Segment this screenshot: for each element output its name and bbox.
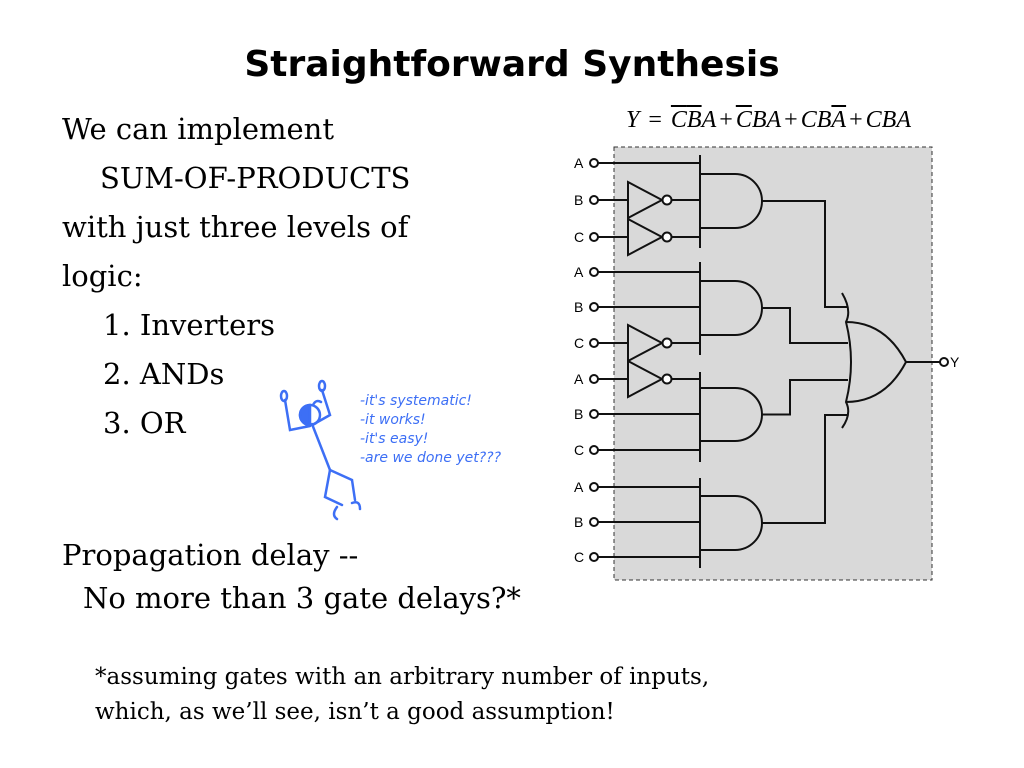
input-label: C <box>574 549 584 565</box>
input-terminal <box>589 338 599 348</box>
eq-equals: = <box>642 107 668 133</box>
list-item: 2. ANDs <box>103 357 224 391</box>
eq-plus: + <box>849 107 863 133</box>
list-number: 3. <box>103 406 131 440</box>
or-input-curve <box>841 292 852 429</box>
eq-literal: A <box>896 107 911 133</box>
slide-title: Straightforward Synthesis <box>244 44 780 85</box>
eq-literal: B <box>816 107 832 133</box>
eq-literal: C <box>865 107 882 133</box>
quip: -it's easy! <box>360 431 429 447</box>
input-terminal <box>589 374 599 384</box>
intro-line-3: with just three levels of <box>62 210 409 244</box>
eq-plus: + <box>784 107 798 133</box>
input-terminal <box>589 409 599 419</box>
and-output-wire <box>762 200 848 308</box>
input-label: B <box>574 406 583 422</box>
eq-literal: B <box>881 107 897 133</box>
intro-line-4: logic: <box>62 259 143 293</box>
input-label: B <box>574 299 583 315</box>
list-text: ANDs <box>139 357 225 391</box>
eq-literal: B <box>751 107 767 133</box>
inverter-bubble <box>661 373 673 385</box>
input-terminal <box>589 552 599 562</box>
quip: -it's systematic! <box>360 393 472 409</box>
list-item: 1. Inverters <box>103 308 275 342</box>
input-terminal <box>589 482 599 492</box>
sop-equation: Y = CBA+CBA+CBA+CBA <box>626 107 911 134</box>
input-label: A <box>574 371 584 387</box>
eq-literal: A <box>701 107 717 133</box>
input-label: B <box>574 514 583 530</box>
eq-literal: A <box>831 107 847 133</box>
list-text: Inverters <box>139 308 275 342</box>
eq-literal: C <box>670 107 687 133</box>
stick-figure-icon <box>279 379 362 521</box>
input-label: A <box>574 264 584 280</box>
quip: -are we done yet??? <box>360 450 502 466</box>
list-item: 3. OR <box>103 406 186 440</box>
input-terminal <box>589 232 599 242</box>
list-number: 1. <box>103 308 131 342</box>
inverter-bubble <box>661 337 673 349</box>
intro-line-2: SUM-OF-PRODUCTS <box>100 161 411 195</box>
quip: -it works! <box>360 412 426 428</box>
input-label: A <box>574 479 584 495</box>
inverter-gate-icon <box>627 180 665 220</box>
input-label: C <box>574 442 584 458</box>
input-label: C <box>574 229 584 245</box>
and-output-wire <box>762 307 848 344</box>
output-terminal <box>939 357 949 367</box>
intro-line-1: We can implement <box>62 112 335 146</box>
eq-lhs: Y <box>626 107 640 133</box>
eq-literal: A <box>766 107 782 133</box>
eq-literal: B <box>686 107 702 133</box>
eq-literal: C <box>800 107 817 133</box>
footnote-line-2: which, as we’ll see, isn’t a good assump… <box>95 699 615 725</box>
list-text: OR <box>139 406 186 440</box>
input-label: A <box>574 155 584 171</box>
delay-line-1: Propagation delay -- <box>62 538 359 572</box>
inverter-bubble <box>661 194 673 206</box>
and-output-wire <box>762 414 848 524</box>
inverter-gate-icon <box>627 359 665 399</box>
input-terminal <box>589 158 599 168</box>
circuit-panel <box>613 146 933 581</box>
output-label: Y <box>950 354 960 370</box>
input-label: C <box>574 335 584 351</box>
and-output-wire <box>762 379 848 416</box>
list-number: 2. <box>103 357 131 391</box>
quip-list: -it's systematic! -it works! -it's easy!… <box>360 392 501 468</box>
footnote-line-1: *assuming gates with an arbitrary number… <box>95 664 710 690</box>
delay-line-2: No more than 3 gate delays?* <box>83 581 521 615</box>
input-label: B <box>574 192 583 208</box>
input-terminal <box>589 267 599 277</box>
input-terminal <box>589 195 599 205</box>
input-terminal <box>589 517 599 527</box>
eq-literal: C <box>735 107 752 133</box>
input-terminal <box>589 445 599 455</box>
eq-plus: + <box>719 107 733 133</box>
inverter-bubble <box>661 231 673 243</box>
inverter-gate-icon <box>627 323 665 363</box>
input-terminal <box>589 302 599 312</box>
inverter-gate-icon <box>627 217 665 257</box>
